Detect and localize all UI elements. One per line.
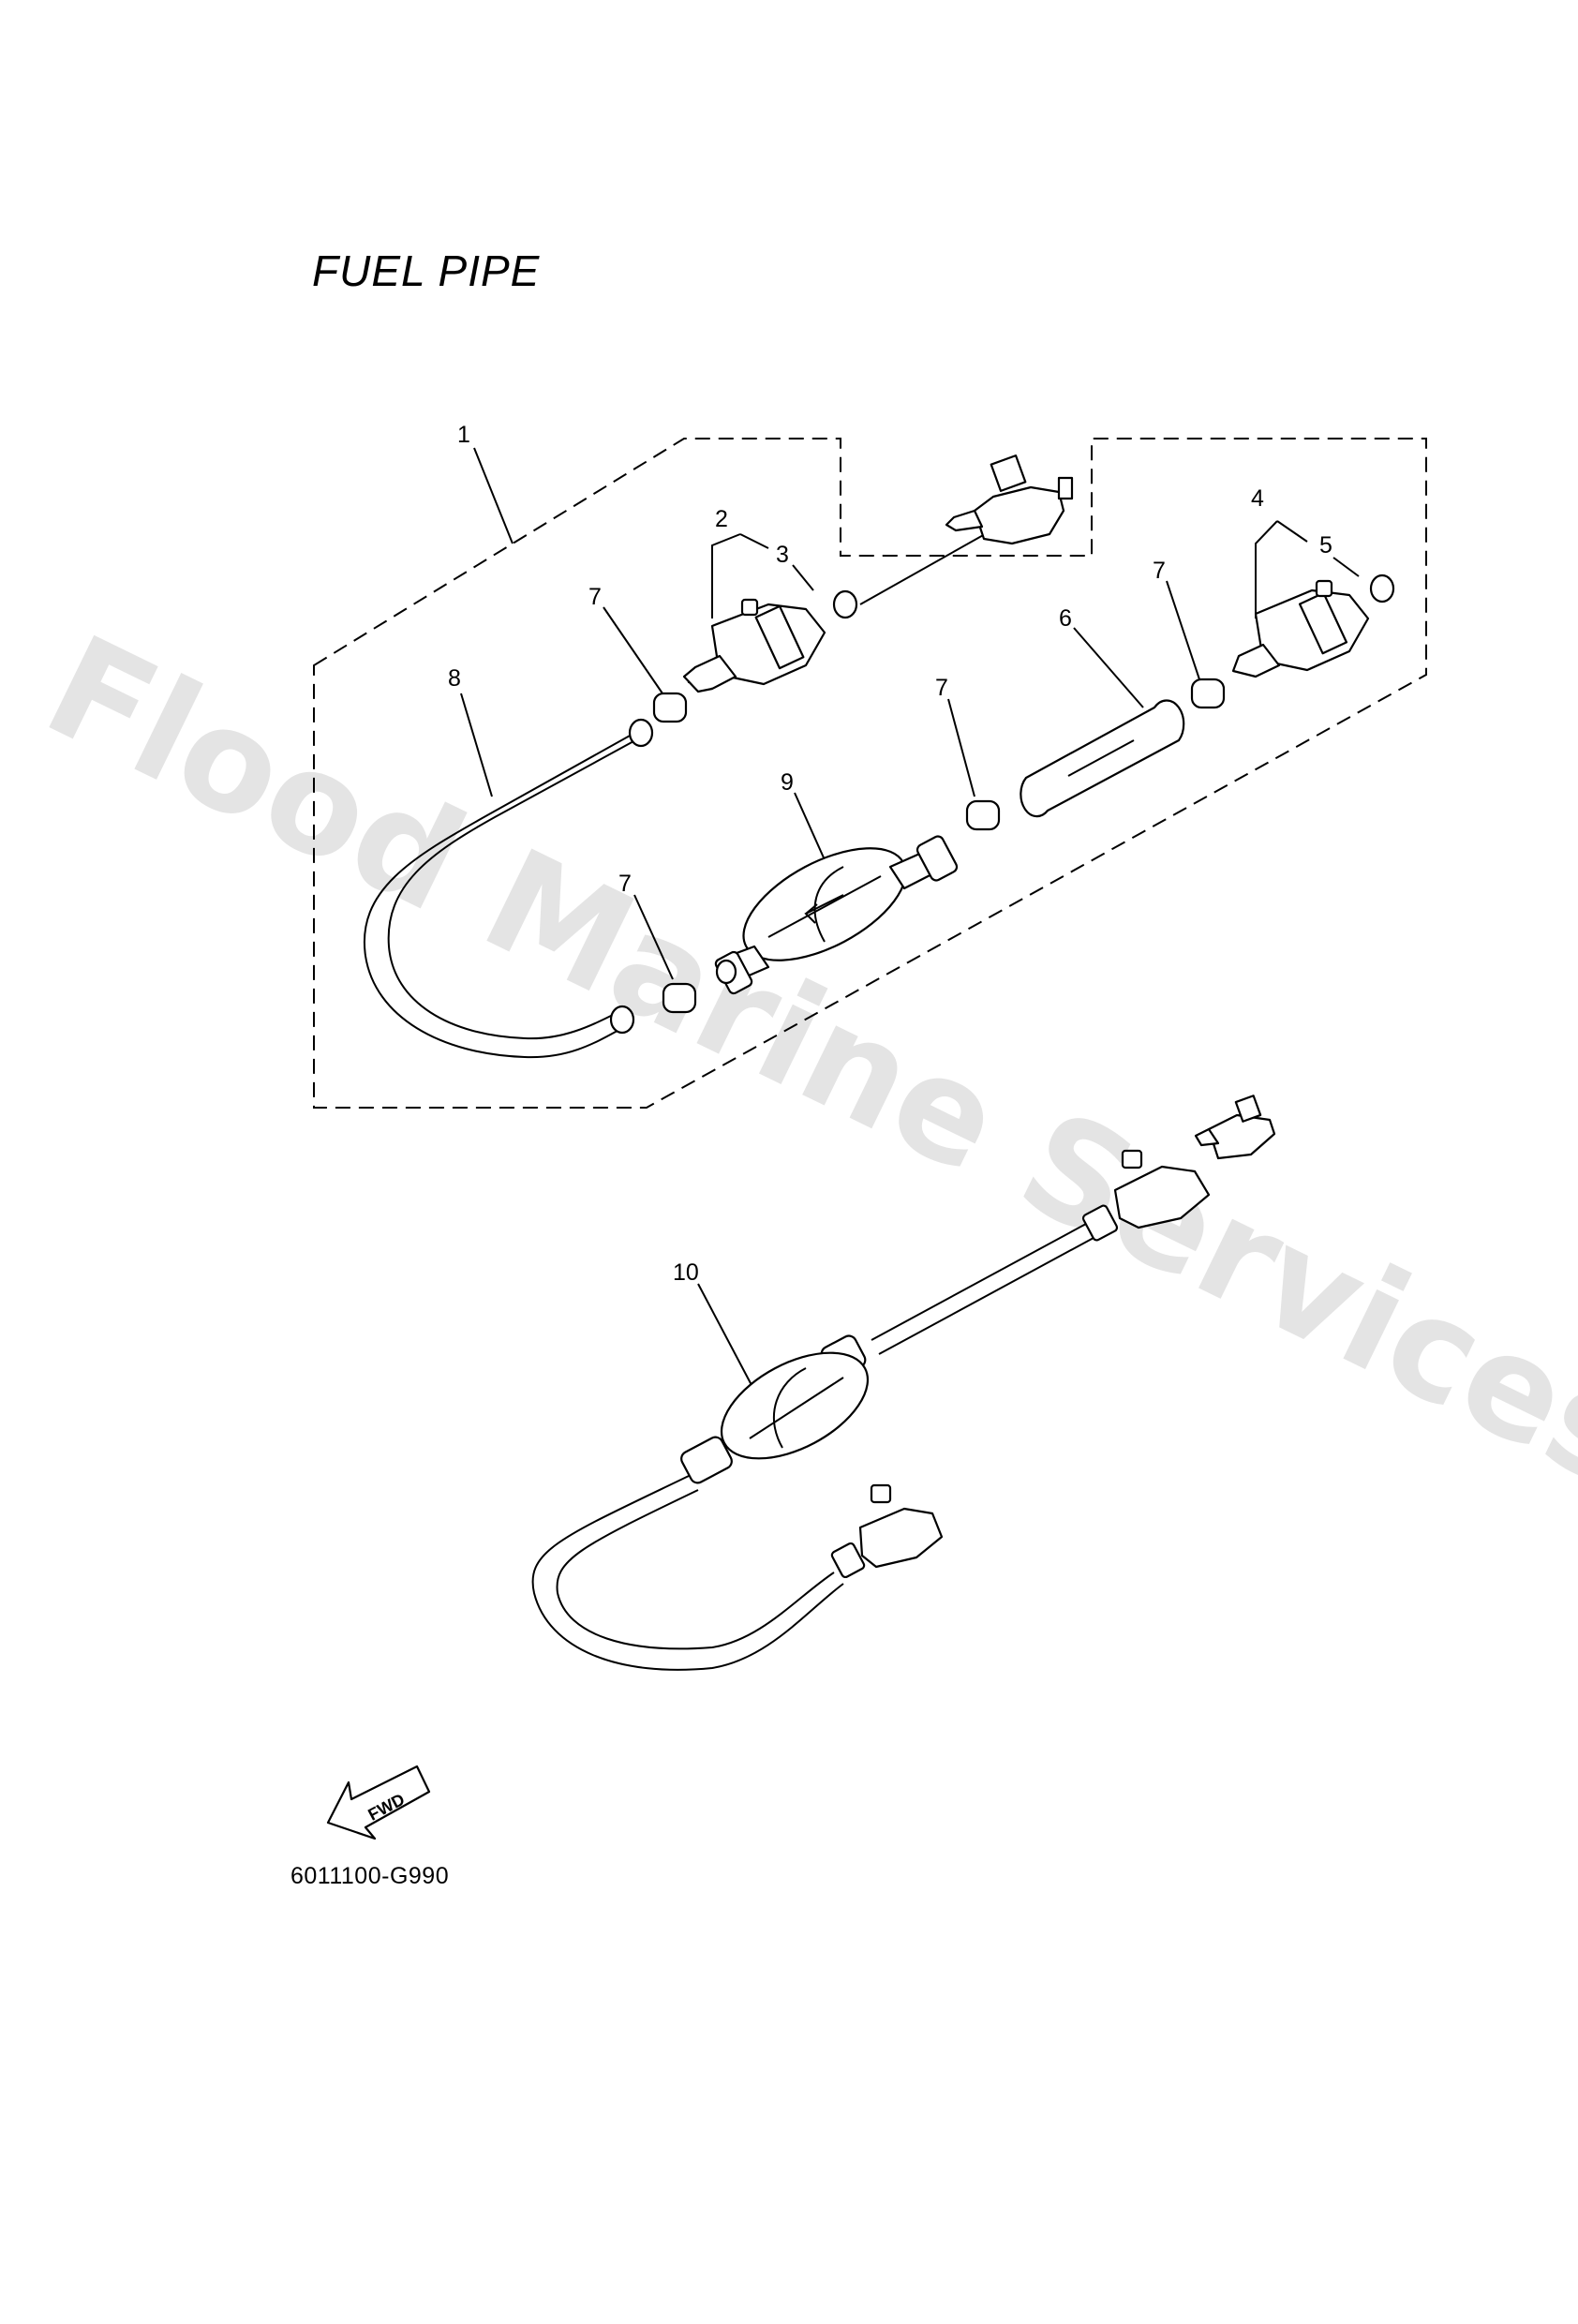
callout-5: 5 (1319, 532, 1332, 559)
callout-8: 8 (448, 665, 461, 692)
fuel-connector-engine-side-upper (859, 454, 1074, 605)
callout-9: 9 (781, 769, 794, 796)
callout-7-d: 7 (618, 871, 632, 897)
fuel-line-assembly-part-10 (531, 1095, 1276, 1671)
fuel-connector-part-4 (1231, 579, 1370, 678)
leader-lines (460, 447, 1360, 1386)
callout-4: 4 (1251, 485, 1264, 512)
kit-boundary (313, 438, 1427, 1109)
callout-2: 2 (715, 506, 728, 532)
callout-3: 3 (776, 542, 789, 568)
callout-7-b: 7 (1153, 558, 1166, 584)
fwd-arrow-icon: FWD (326, 1765, 431, 1840)
clip-part-7-a (652, 692, 688, 723)
callout-7-a: 7 (588, 584, 602, 610)
clip-part-7-c (965, 799, 1001, 831)
fuel-connector-part-2 (682, 598, 826, 693)
hose-part-8 (363, 718, 654, 1059)
diagram-code: 6011100-G990 (290, 1863, 450, 1889)
callout-numbers: 1 2 3 4 5 6 7 7 7 7 8 9 10 (448, 422, 1332, 1286)
callout-1: 1 (457, 422, 470, 448)
callout-6: 6 (1059, 605, 1072, 632)
diagram-title: FUEL PIPE (312, 246, 541, 295)
clip-part-7-b (1190, 678, 1226, 709)
o-ring-part-5 (1369, 574, 1395, 603)
callout-7-c: 7 (935, 675, 948, 701)
o-ring-part-3 (832, 589, 858, 619)
primer-bulb-part-9 (714, 835, 959, 995)
callout-10: 10 (673, 1259, 699, 1286)
clip-part-7-d (662, 982, 697, 1014)
hose-part-6 (1020, 699, 1185, 818)
